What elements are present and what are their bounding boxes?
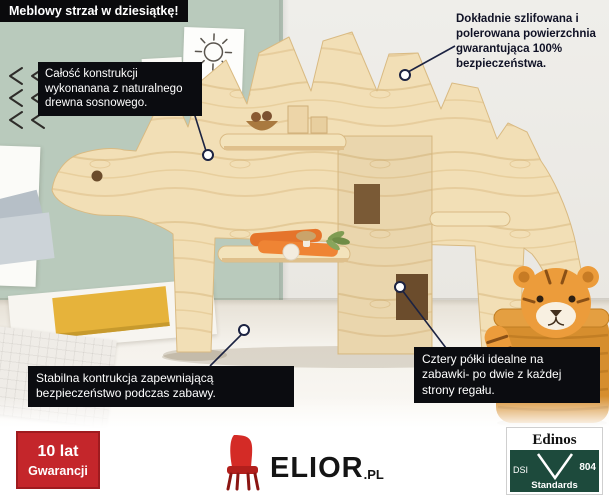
elior-logo: ELIOR .PL (222, 433, 384, 491)
wall-floor-junction (0, 298, 609, 306)
edinos-certificate: Edinos DSI 804 Standards (506, 427, 603, 495)
callout-surface: Dokładnie szlifowana i polerowana powier… (456, 13, 596, 70)
center-support-panel (337, 135, 433, 355)
certificate-dsi: DSI (513, 465, 529, 475)
toys-top-shelf (246, 105, 328, 134)
brand-tld: .PL (363, 467, 384, 482)
cutout-hole-upper (354, 184, 380, 224)
certificate-name: Edinos (532, 432, 577, 448)
certificate-standards: Standards (531, 480, 578, 491)
warranty-label: Gwarancji (28, 463, 88, 478)
callout-shelves: Cztery półki idealne na zabawki- po dwie… (414, 347, 600, 404)
dino-eye-hole (91, 170, 103, 182)
chair-icon (226, 435, 260, 491)
warranty-badge: 10 lat Gwarancji (16, 431, 100, 489)
headline-banner: Meblowy strzał w dziesiątkę! (0, 0, 188, 22)
warranty-years: 10 lat (37, 442, 79, 460)
certificate-number: 804 (579, 462, 596, 473)
cutout-hole-lower (396, 274, 428, 320)
certificate-seal: DSI 804 Standards (510, 450, 599, 492)
toys-mid-shelf (250, 228, 350, 261)
brand-wordmark: ELIOR .PL (270, 454, 384, 491)
tiger-head (513, 266, 599, 338)
callout-stability: Stabilna kontrukcja zapewniającą bezpiec… (28, 366, 294, 407)
callout-wood: Całość konstrukcji wykonanana z naturaln… (38, 62, 202, 117)
v-checkmark-icon (536, 453, 573, 480)
brand-name: ELIOR (270, 452, 364, 484)
